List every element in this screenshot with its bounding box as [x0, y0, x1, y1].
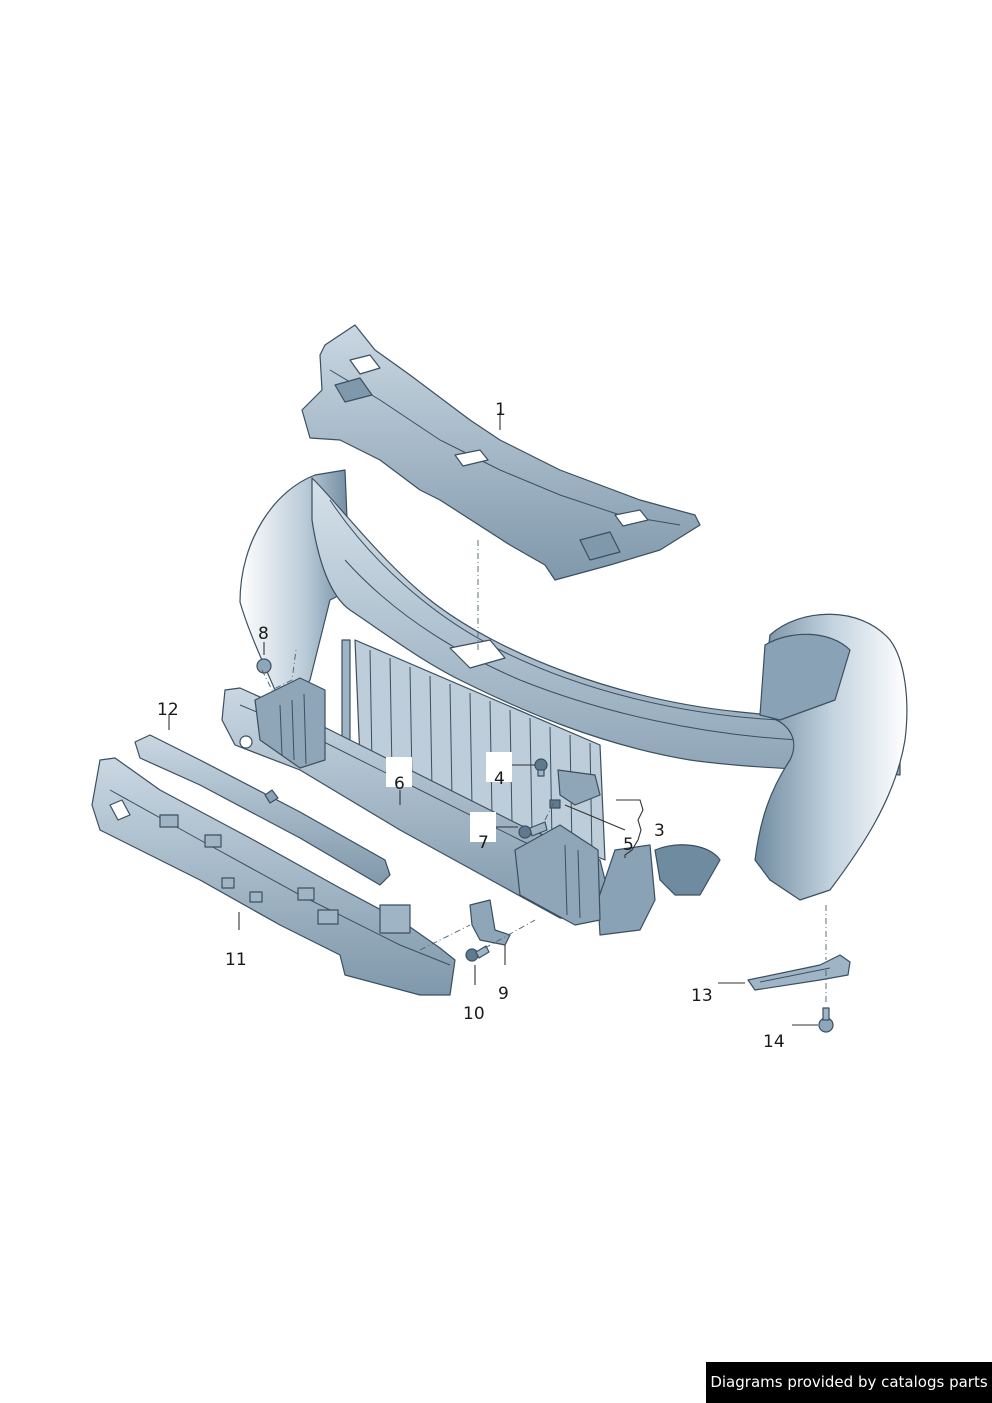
callout-7: 7: [478, 833, 489, 853]
callout-14: 14: [763, 1032, 785, 1052]
callout-1: 1: [495, 400, 506, 420]
callout-6: 6: [394, 774, 405, 794]
part-12-foam-strip: [134, 734, 391, 886]
part-11-lower-carrier: [91, 757, 456, 996]
callout-12: 12: [157, 700, 179, 720]
part-6-right-crash-box: [514, 824, 601, 926]
callout-9: 9: [498, 984, 509, 1004]
callout-11: 11: [225, 950, 247, 970]
callout-3: 3: [654, 821, 665, 841]
condenser: [354, 639, 606, 861]
credit-banner: [706, 1362, 992, 1403]
part-6-left-crash-box: [254, 677, 326, 769]
callout-4: 4: [494, 769, 505, 789]
credit-text: Diagrams provided by catalogs parts: [710, 1373, 988, 1391]
callout-10: 10: [463, 1004, 485, 1024]
callout-5: 5: [623, 835, 634, 855]
part-11-clips: [159, 814, 411, 934]
part-10-bolt: [465, 945, 490, 962]
part-13-guide-bracket: [747, 954, 851, 991]
right-wheel-arch: [759, 633, 851, 721]
part-7-bolt: [518, 821, 548, 839]
part-14-bolt: [818, 1007, 834, 1033]
part-8-nut: [256, 658, 272, 674]
part-1-cover: [301, 324, 701, 581]
callout-13: 13: [691, 986, 713, 1006]
callout-8: 8: [258, 624, 269, 644]
right-lock-bracket: [597, 844, 656, 936]
part-9-bracket: [469, 899, 511, 946]
radiator-support-opening: [449, 639, 506, 669]
part-3-bracket: [557, 769, 601, 806]
